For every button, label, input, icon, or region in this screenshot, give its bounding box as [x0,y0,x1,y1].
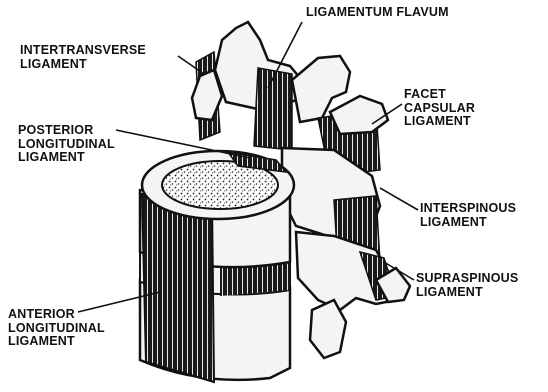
label-posterior-longitudinal-line-3: LIGAMENT [18,151,115,165]
anterior-longitudinal-ligament [142,194,214,382]
label-ligamentum-flavum: LIGAMENTUM FLAVUM [306,6,449,20]
label-posterior-longitudinal-line-2: LONGITUDINAL [18,138,115,152]
label-anterior-longitudinal-line-2: LONGITUDINAL [8,322,105,336]
label-interspinous-line-2: LIGAMENT [420,216,516,230]
label-facet-capsular-line-3: LIGAMENT [404,115,475,129]
label-supraspinous-ligament: SUPRASPINOUS LIGAMENT [416,272,518,299]
facet-upper-cap [330,96,388,134]
label-anterior-longitudinal-line-3: LIGAMENT [8,335,105,349]
label-facet-capsular-line-2: CAPSULAR [404,102,475,116]
label-anterior-longitudinal-ligament: ANTERIOR LONGITUDINAL LIGAMENT [8,308,105,349]
label-supraspinous-line-2: LIGAMENT [416,286,518,300]
label-interspinous-line-1: INTERSPINOUS [420,202,516,216]
label-intertransverse-ligament: INTERTRANSVERSE LIGAMENT [20,44,146,71]
ligamentum-flavum-upper [254,68,292,150]
label-posterior-longitudinal-line-1: POSTERIOR [18,124,115,138]
label-supraspinous-line-1: SUPRASPINOUS [416,272,518,286]
label-interspinous-ligament: INTERSPINOUS LIGAMENT [420,202,516,229]
label-anterior-longitudinal-line-1: ANTERIOR [8,308,105,322]
label-facet-capsular-line-1: FACET [404,88,475,102]
label-ligamentum-flavum-line-1: LIGAMENTUM FLAVUM [306,6,449,20]
label-intertransverse-line-2: LIGAMENT [20,58,146,72]
leader-interspinous [380,188,418,210]
label-intertransverse-line-1: INTERTRANSVERSE [20,44,146,58]
label-posterior-longitudinal-ligament: POSTERIOR LONGITUDINAL LIGAMENT [18,124,115,165]
label-facet-capsular-ligament: FACET CAPSULAR LIGAMENT [404,88,475,129]
